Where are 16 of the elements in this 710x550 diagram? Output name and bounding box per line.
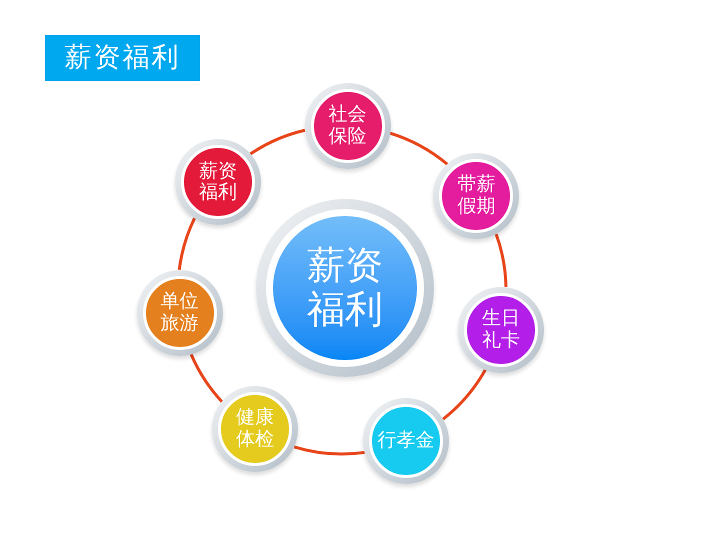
node-label: 行孝金 <box>378 430 435 452</box>
node-label: 单位旅游 <box>160 290 200 335</box>
connector-line <box>190 354 224 403</box>
connector-line <box>494 234 508 288</box>
connector-line <box>294 445 365 456</box>
title: 薪资福利 <box>45 35 200 81</box>
node-label: 薪资福利 <box>198 160 238 204</box>
connector-line <box>178 218 196 270</box>
node-label: 带薪假期 <box>456 174 496 218</box>
node-label: 薪资福利 <box>306 244 384 332</box>
node-label: 健康体检 <box>236 407 275 451</box>
connector-line <box>442 368 487 420</box>
node-label: 生日礼卡 <box>482 308 521 352</box>
connector-line <box>390 132 448 166</box>
connector-line <box>250 128 306 156</box>
node-label: 社会保险 <box>328 104 368 148</box>
